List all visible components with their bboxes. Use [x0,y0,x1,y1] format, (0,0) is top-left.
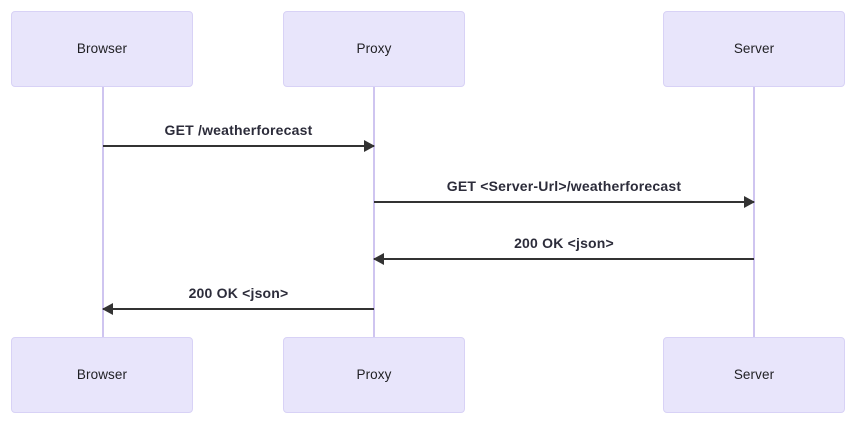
participant-label: Server [733,41,775,57]
message-label: GET /weatherforecast [164,122,313,138]
message-line [103,308,374,310]
message-label: 200 OK <json> [188,285,289,301]
message-label: GET <Server-Url>/weatherforecast [446,178,682,194]
participant-server-top[interactable]: Server [663,11,845,87]
lifeline-browser [102,87,104,337]
participant-label: Server [733,367,775,383]
arrowhead-right-icon [744,196,755,208]
participant-proxy-bottom[interactable]: Proxy [283,337,465,413]
participant-label: Browser [76,367,128,383]
participant-browser-bottom[interactable]: Browser [11,337,193,413]
participant-browser-top[interactable]: Browser [11,11,193,87]
participant-label: Browser [76,41,128,57]
participant-label: Proxy [356,367,392,383]
arrowhead-left-icon [102,303,113,315]
message-line [103,145,374,147]
arrowhead-left-icon [373,253,384,265]
message-line [374,201,754,203]
message-line [374,258,754,260]
participant-proxy-top[interactable]: Proxy [283,11,465,87]
lifeline-proxy [373,87,375,337]
participant-server-bottom[interactable]: Server [663,337,845,413]
arrowhead-right-icon [364,140,375,152]
lifeline-server [753,87,755,337]
message-label: 200 OK <json> [514,235,614,251]
participant-label: Proxy [356,41,392,57]
